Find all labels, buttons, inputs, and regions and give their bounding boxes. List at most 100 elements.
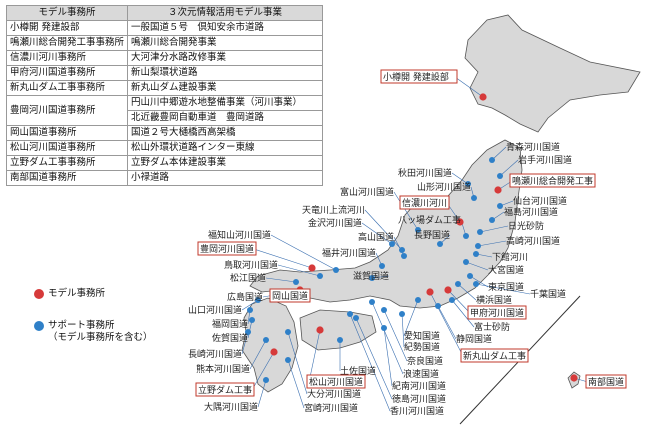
leader-toyama <box>393 191 419 231</box>
map-label-tokushima: 徳島河川国道 <box>392 393 446 405</box>
map-label-nagasaki: 長崎河川国道 <box>188 348 242 360</box>
map-label-text-toyama: 富山河川国道 <box>340 186 394 198</box>
map-label-text-osumi: 大隅河川国道 <box>204 401 258 413</box>
dot-shinmaruyama <box>426 288 434 296</box>
legend-support-dot <box>34 321 44 331</box>
leader-fuji <box>451 299 475 328</box>
leader-aomori <box>491 146 507 161</box>
map-label-takasaki: 高崎河川国道 <box>506 235 560 247</box>
map-label-chiba: 千葉国道 <box>530 288 566 300</box>
map-label-yamagata: 山形河川国道 <box>417 181 471 193</box>
map-label-text-kagawa: 香川河川国道 <box>390 405 444 417</box>
map-label-text-tateno: 立野ダム工事 <box>198 384 252 396</box>
map-label-text-shizuoka: 静岡国道 <box>456 333 492 345</box>
map-label-nikko: 日光砂防 <box>508 220 544 232</box>
map-label-text-kofu: 甲府河川国道 <box>470 307 524 319</box>
map-label-text-fukushima: 福島河川国道 <box>504 206 558 218</box>
map-label-kiinan: 紀勢国道 <box>404 341 440 353</box>
table-row: 甲府河川国道事務所新山梨環状道路 <box>5 65 324 81</box>
map-label-text-naruse: 鳴瀬川総合開発工事 <box>512 175 593 187</box>
dot-nikko <box>477 229 483 235</box>
map-label-text-akita: 秋田河川国道 <box>398 167 452 179</box>
map-label-kanazawa: 金沢河川国道 <box>308 217 362 229</box>
map-label-text-omiya: 大宮国道 <box>488 264 524 276</box>
map-label-kofu: 甲府河川国道 <box>467 305 527 320</box>
map-label-text-nagasaki: 長崎河川国道 <box>188 348 242 360</box>
table-row: 豊岡河川国道事務所円山川中郷遊水地整備事業（河川事業） <box>5 95 324 126</box>
map-label-oita: 大分河川国道 <box>307 388 361 400</box>
dot-nagasaki <box>245 329 251 335</box>
header-office: モデル事務所 <box>5 5 129 21</box>
leader-matsuyama <box>308 329 321 383</box>
leader-yokohama <box>457 283 477 301</box>
dot-shizuoka <box>435 303 441 309</box>
dot-akita <box>465 181 471 187</box>
dot-naniwa <box>369 299 375 305</box>
dot-aomori <box>489 157 495 163</box>
dot-tokushima <box>353 315 359 321</box>
model-office-table: モデル事務所 ３次元情報活用モデル事業 小樽開 発建設部一般国道５号 倶知安余市… <box>5 5 324 186</box>
map-label-text-nikko: 日光砂防 <box>508 220 544 232</box>
dot-iwate <box>497 173 503 179</box>
leader-kagawa <box>349 313 391 412</box>
kyushu-shape <box>241 297 299 393</box>
map-label-text-aomori: 青森河川国道 <box>506 141 560 153</box>
project-cell: 小禄道路 <box>127 170 324 186</box>
dot-kumamoto <box>263 337 269 343</box>
map-label-aomori: 青森河川国道 <box>506 141 560 153</box>
map-label-aichi: 愛知国道 <box>404 330 440 342</box>
leader-iwate <box>499 159 519 177</box>
table-header-row: モデル事務所 ３次元情報活用モデル事業 <box>5 5 324 21</box>
map-label-text-matsuyama: 松山河川国道 <box>309 376 363 388</box>
shikoku-shape <box>299 309 377 351</box>
dot-nara <box>381 307 387 313</box>
dot-takasaki <box>475 243 481 249</box>
map-label-fukui: 福井河川国道 <box>322 247 376 259</box>
table-row: 小樽開 発建設部一般国道５号 倶知安余市道路 <box>5 20 324 36</box>
dot-shimodate <box>473 251 479 257</box>
map-label-text-yokohama: 横浜国道 <box>476 294 512 306</box>
map-label-text-tokyo: 東京国道 <box>488 281 524 293</box>
dot-kiinan <box>399 311 405 317</box>
dot-shiga <box>369 275 375 281</box>
map-label-text-kinan: 紀南河川国道 <box>392 380 446 392</box>
dot-toyama <box>415 227 421 233</box>
leader-kinan <box>383 327 393 387</box>
leader-aichi <box>403 299 419 337</box>
leader-osumi <box>257 379 267 408</box>
map-label-text-okayama: 岡山国道 <box>272 290 308 302</box>
map-label-text-fukui: 福井河川国道 <box>322 247 376 259</box>
map-label-kumamoto: 熊本河川国道 <box>196 363 250 375</box>
map-label-yamaguchi: 山口河川国道 <box>188 304 242 316</box>
map-label-text-shinmaruyama: 新丸山ダム工事 <box>463 350 526 362</box>
map-label-text-tokushima: 徳島河川国道 <box>392 393 446 405</box>
header-project: ３次元情報活用モデル事業 <box>127 5 324 21</box>
map-label-yokohama: 横浜国道 <box>476 294 512 306</box>
leader-oita <box>287 331 308 395</box>
leader-tottori <box>277 264 321 277</box>
office-cell: 豊岡河川国道事務所 <box>5 95 129 126</box>
map-label-hiroshima: 広島国道 <box>227 291 263 303</box>
dot-tosa <box>337 337 343 343</box>
leader-omiya <box>465 261 489 271</box>
dot-saga <box>249 317 255 323</box>
leader-toyooka <box>253 248 313 269</box>
dot-aichi <box>415 297 421 303</box>
map-label-fukuoka: 福岡国道 <box>212 318 248 330</box>
map-label-text-otaru: 小樽開 発建設部 <box>383 71 449 83</box>
leader-nikko <box>479 225 509 233</box>
map-label-text-yamaguchi: 山口河川国道 <box>188 304 242 316</box>
table-row: 岡山国道事務所国道２号大樋橋西高架橋 <box>5 125 324 141</box>
map-label-hachijo: 八ッ場ダム工事 <box>398 214 461 226</box>
map-label-text-yamagata: 山形河川国道 <box>417 181 471 193</box>
map-label-sendai: 仙台河川国道 <box>513 195 567 207</box>
dot-sendai <box>497 203 503 209</box>
map-label-text-saga: 佐賀国道 <box>212 332 248 344</box>
dot-oita <box>285 329 291 335</box>
map-label-text-jinzu: 天竜川上流河川 <box>302 204 365 216</box>
dot-jinzu <box>399 247 405 253</box>
map-label-text-nagano: 長野国道 <box>414 229 450 241</box>
dot-takayama <box>401 253 407 259</box>
leader-akita <box>451 172 469 185</box>
dot-fukui <box>379 263 385 269</box>
